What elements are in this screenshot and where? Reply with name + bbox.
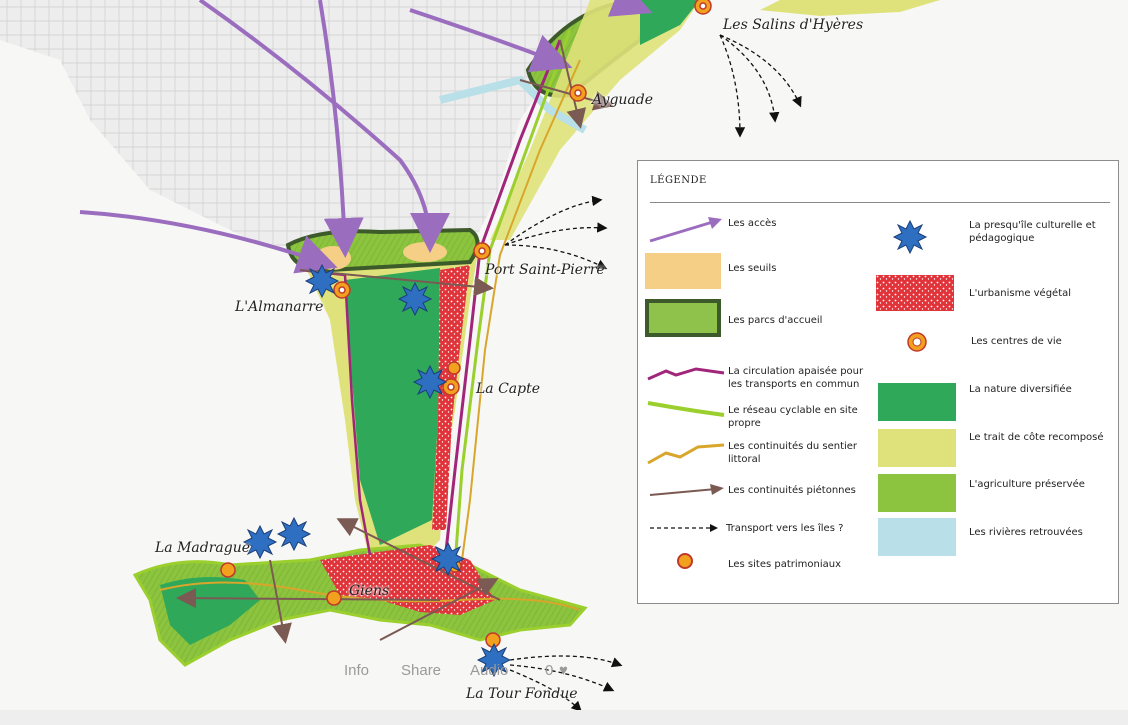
legend-swatch-seuils [645,253,721,289]
legend-swatch-urbanisme [876,275,954,311]
cultural-star-icons [242,263,512,678]
legend-swatch-nature [878,383,956,421]
pedestrian-arrow-3 [379,578,499,641]
legend-swatch-centres [907,332,927,352]
legend-swatch-sentier [647,443,725,465]
urban-strip-capte [432,265,470,530]
ferry-arrow-8 [509,664,615,692]
ferry-arrow-9 [509,669,582,710]
coastline-far-east [760,0,940,16]
ferry-arrow-6 [719,34,802,108]
legend-label-circulation: La circulation apaisée pour les transpor… [728,366,864,390]
label-giens: Giens [349,583,390,599]
nature-area [345,268,440,545]
info-button[interactable]: Info [344,662,370,679]
legend-label-pietonnes: Les continuités piétonnes [728,485,856,496]
pedestrian-arrow-7 [559,39,587,129]
ferry-arrow-7 [509,655,623,668]
legend-swatch-circulation [647,367,725,381]
access-arrow-1 [79,210,338,274]
bottom-bar [0,710,1128,725]
legend-swatch-pietonnes [649,484,724,496]
viewer-toolbar: Info Share Audio 0 ♥ [330,660,590,682]
legend-swatch-presquile [892,219,928,255]
legend-label-trait: Le trait de côte recomposé [969,432,1104,443]
label-almanarre: L'Almanarre [235,299,324,315]
legend-label-urbanisme: L'urbanisme végétal [969,288,1072,299]
pedestrian-arrow-4 [176,588,441,609]
legend-label-nature: La nature diversifiée [969,384,1072,395]
share-button[interactable]: Share [401,662,442,679]
pedestrian-arrow-5 [269,559,292,644]
ferry-arrow-3 [504,244,608,270]
label-ayguade: Ayguade [592,92,654,108]
legend-swatch-sites [677,553,693,569]
label-salins: Les Salins d'Hyères [723,17,864,33]
coastline-east [490,0,700,240]
legend-swatch-transport-iles [650,524,718,532]
legend-label-cyclable: Le réseau cyclable en site propre [728,405,858,429]
legend-swatch-agriculture [878,474,956,512]
label-la-madrague: La Madrague [155,540,251,556]
heart-icon[interactable]: ♥ [559,662,568,679]
ferry-arrow-5 [719,34,780,123]
pedestrian-arrow-6 [519,79,614,111]
mainland-urban-fabric [0,0,610,250]
legend-label-sentier: Les continuités du sentier littoral [728,441,858,465]
legend-label-rivieres: Les rivières retrouvées [969,527,1083,538]
label-la-tour-fondue: La Tour Fondue [466,686,578,702]
parc-accueil-almanarre [285,227,480,273]
legend-title: LÉGENDE [650,175,707,186]
like-count[interactable]: 0 [545,662,554,679]
legend-label-centres: Les centres de vie [971,336,1062,347]
access-arrow-5 [607,0,653,17]
access-arrow-2 [318,0,364,258]
legend-swatch-cyclable [647,401,725,417]
map-canvas [0,0,940,710]
legend-label-acces: Les accès [728,218,777,229]
legend-label-seuils: Les seuils [728,263,777,274]
label-port-saint-pierre: Port Saint-Pierre [485,262,605,278]
legend-label-transport-iles: Transport vers les îles ? [726,523,844,534]
ferry-arrow-2 [504,222,608,246]
audio-button[interactable]: Audio [470,662,509,679]
seuil-2 [403,242,447,262]
legend-swatch-rivieres [878,518,956,556]
legend-divider [650,202,1110,203]
access-arrow-4 [409,8,573,73]
legend-label-presquile: La presqu'île culturelle et pédagogique [969,220,1096,244]
label-la-capte: La Capte [476,381,541,397]
nature-east [640,0,700,45]
legend-label-agriculture: L'agriculture préservée [969,479,1085,490]
legend-swatch-acces [649,217,722,243]
coastal-path [461,59,581,561]
pedestrian-arrow-2 [336,518,501,601]
legend-swatch-trait [878,429,956,467]
legend-label-sites: Les sites patrimoniaux [728,559,842,570]
legend-label-parcs: Les parcs d'accueil [728,315,823,326]
legend-swatch-parcs [645,299,721,337]
access-arrow-3 [198,0,450,253]
map-legend: LÉGENDE Les accès Les seuils Les parcs d… [637,160,1119,604]
ferry-arrow-4 [719,34,746,138]
